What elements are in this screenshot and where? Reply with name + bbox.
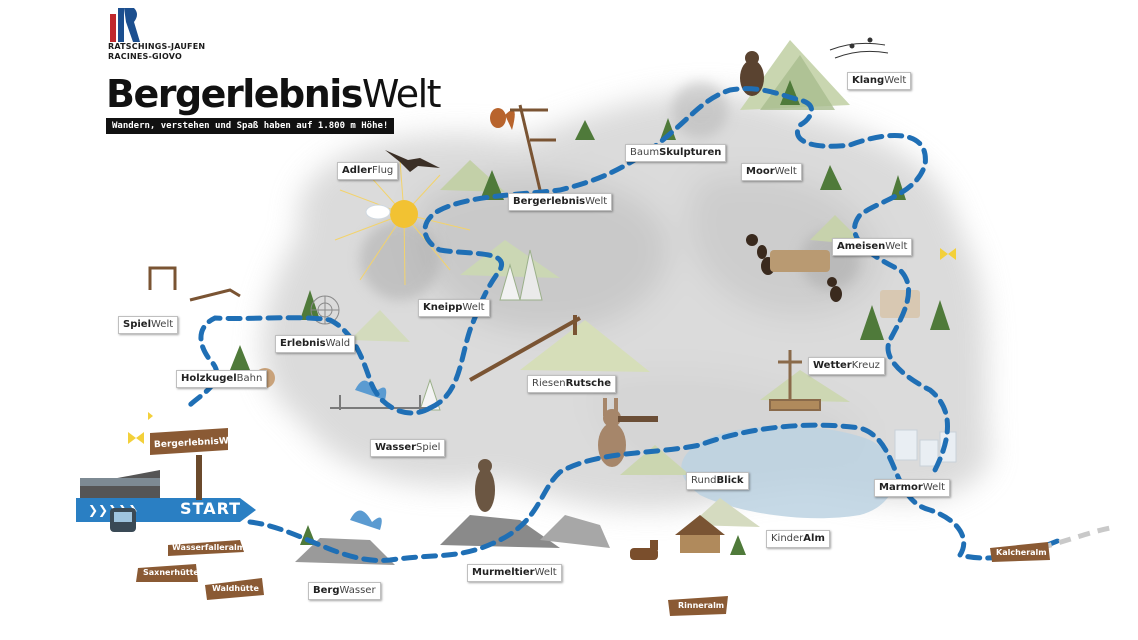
squirrel-icon bbox=[490, 108, 515, 130]
station-name-light: Welt bbox=[922, 482, 946, 493]
station-name-light: Spiel bbox=[416, 442, 441, 453]
station-label-holzkugelbahn[interactable]: HolzkugelBahn bbox=[176, 370, 268, 388]
brand-logo: RATSCHINGS-JAUFEN RACINES-GIOVO bbox=[108, 8, 388, 62]
station-name-bold: Adler bbox=[342, 165, 373, 176]
station-name-bold: Wetter bbox=[813, 360, 852, 371]
station-name-bold: Marmor bbox=[879, 482, 923, 493]
station-name-bold: Murmeltier bbox=[472, 567, 535, 578]
bench-icon bbox=[769, 399, 821, 411]
brand-line-2: RACINES-GIOVO bbox=[108, 52, 183, 61]
hut-icon bbox=[675, 515, 725, 553]
slide-icon bbox=[469, 315, 581, 382]
station-name-bold: Kneipp bbox=[423, 302, 463, 313]
tagline: Wandern, verstehen und Spaß haben auf 1.… bbox=[106, 118, 395, 134]
station-name-bold: Skulpturen bbox=[659, 147, 722, 158]
station-name-bold: Alm bbox=[803, 533, 825, 544]
sign-saxnerhuette[interactable]: Saxnerhütte bbox=[143, 568, 199, 577]
station-name-light: Flug bbox=[372, 165, 394, 176]
station-label-klang[interactable]: KlangWelt bbox=[847, 72, 912, 90]
station-name-bold: Blick bbox=[716, 475, 744, 486]
station-name-bold: Holzkugel bbox=[181, 373, 237, 384]
station-name-light: Welt bbox=[534, 567, 557, 578]
station-label-riesenrutsche[interactable]: RiesenRutsche bbox=[527, 375, 616, 393]
playground-icon bbox=[148, 266, 241, 302]
title-light: Welt bbox=[361, 72, 442, 116]
station-name-bold: Berg bbox=[313, 585, 340, 596]
station-label-erlebniswald[interactable]: ErlebnisWald bbox=[275, 335, 356, 353]
marmot-icon bbox=[475, 459, 495, 512]
sign-kalcheralm[interactable]: Kalcheralm bbox=[996, 548, 1047, 557]
station-name-light: Wald bbox=[325, 338, 351, 349]
start-label[interactable]: START bbox=[180, 499, 242, 518]
station-name-bold: Moor bbox=[746, 166, 775, 177]
station-name-bold: Rutsche bbox=[565, 378, 611, 389]
eagle-icon bbox=[385, 150, 440, 172]
station-label-murmeltierwelt[interactable]: MurmeltierWelt bbox=[467, 564, 562, 582]
station-name-bold: Klang bbox=[852, 75, 885, 86]
station-name-light: Riesen bbox=[532, 378, 566, 389]
station-name-bold: Ameisen bbox=[837, 241, 886, 252]
page-title: BergerlebnisWelt bbox=[106, 72, 442, 116]
bridge-icon bbox=[330, 395, 430, 410]
station-label-spielwelt[interactable]: SpielWelt bbox=[118, 316, 179, 334]
station-name-light: Welt bbox=[585, 196, 608, 207]
trail-extension bbox=[1039, 525, 1111, 551]
station-label-wasserspiel[interactable]: WasserSpiel bbox=[370, 439, 446, 457]
station-name-light: Welt bbox=[462, 302, 485, 313]
station-label-wetterkreuz[interactable]: WetterKreuz bbox=[808, 357, 885, 375]
station-label-rundblick[interactable]: RundBlick bbox=[686, 472, 749, 490]
station-name-bold: Erlebnis bbox=[280, 338, 326, 349]
music-notes-icon bbox=[829, 37, 889, 59]
trees bbox=[230, 80, 950, 555]
sign-wasserfalleralm[interactable]: Wasserfalleralm bbox=[172, 543, 246, 552]
station-name-light: Kinder bbox=[771, 533, 804, 544]
sign-waldhuette[interactable]: Waldhütte bbox=[212, 584, 259, 593]
horse-icon bbox=[630, 540, 658, 560]
spiderweb-icon bbox=[310, 295, 340, 325]
station-label-bergwasser[interactable]: BergWasser bbox=[308, 582, 381, 600]
sign-rinneralm[interactable]: Rinneralm bbox=[678, 601, 725, 610]
ratschings-logo-icon bbox=[110, 8, 140, 42]
hut-signs bbox=[136, 540, 1050, 616]
station-name-light: Wasser bbox=[339, 585, 376, 596]
station-name-light: Kreuz bbox=[851, 360, 880, 371]
station-name-bold: Bergerlebnis bbox=[513, 196, 586, 207]
trail-path-upper bbox=[422, 86, 950, 473]
title-bold: Bergerlebnis bbox=[106, 72, 363, 116]
station-label-kinderalm[interactable]: KinderAlm bbox=[766, 530, 830, 548]
marble-blocks bbox=[894, 429, 957, 467]
station-name-light: Baum bbox=[630, 147, 660, 158]
trail-path bbox=[247, 422, 1063, 563]
station-name-light: Welt bbox=[885, 241, 908, 252]
tower-icon bbox=[510, 104, 556, 191]
station-name-light: Rund bbox=[691, 475, 717, 486]
station-name-light: Welt bbox=[884, 75, 907, 86]
station-label-bergerlebniswelt[interactable]: BergerlebnisWelt bbox=[508, 193, 613, 211]
station-name-bold: Spiel bbox=[123, 319, 151, 330]
lake bbox=[681, 426, 896, 519]
station-name-light: Welt bbox=[774, 166, 797, 177]
rocks bbox=[295, 515, 610, 565]
brand-line-1: RATSCHINGS-JAUFEN bbox=[108, 42, 206, 51]
station-label-moorwelt[interactable]: MoorWelt bbox=[741, 163, 802, 181]
station-name-light: Welt bbox=[151, 319, 174, 330]
station-label-ameisenwelt[interactable]: AmeisenWelt bbox=[832, 238, 913, 256]
station-label-adlerflug[interactable]: AdlerFlug bbox=[337, 162, 399, 180]
station-name-light: Bahn bbox=[236, 373, 263, 384]
start-sign-post bbox=[150, 428, 228, 500]
butterfly-icon bbox=[128, 248, 956, 444]
station-name-bold: Wasser bbox=[375, 442, 417, 453]
trail-path-left bbox=[187, 315, 433, 416]
station-label-marmorwelt[interactable]: MarmorWelt bbox=[874, 479, 951, 497]
start-station: ❯❯❯❯❯ bbox=[76, 470, 256, 532]
station-label-kneippwelt[interactable]: KneippWelt bbox=[418, 299, 490, 317]
station-label-baumskulpturen[interactable]: BaumSkulpturen bbox=[625, 144, 727, 162]
